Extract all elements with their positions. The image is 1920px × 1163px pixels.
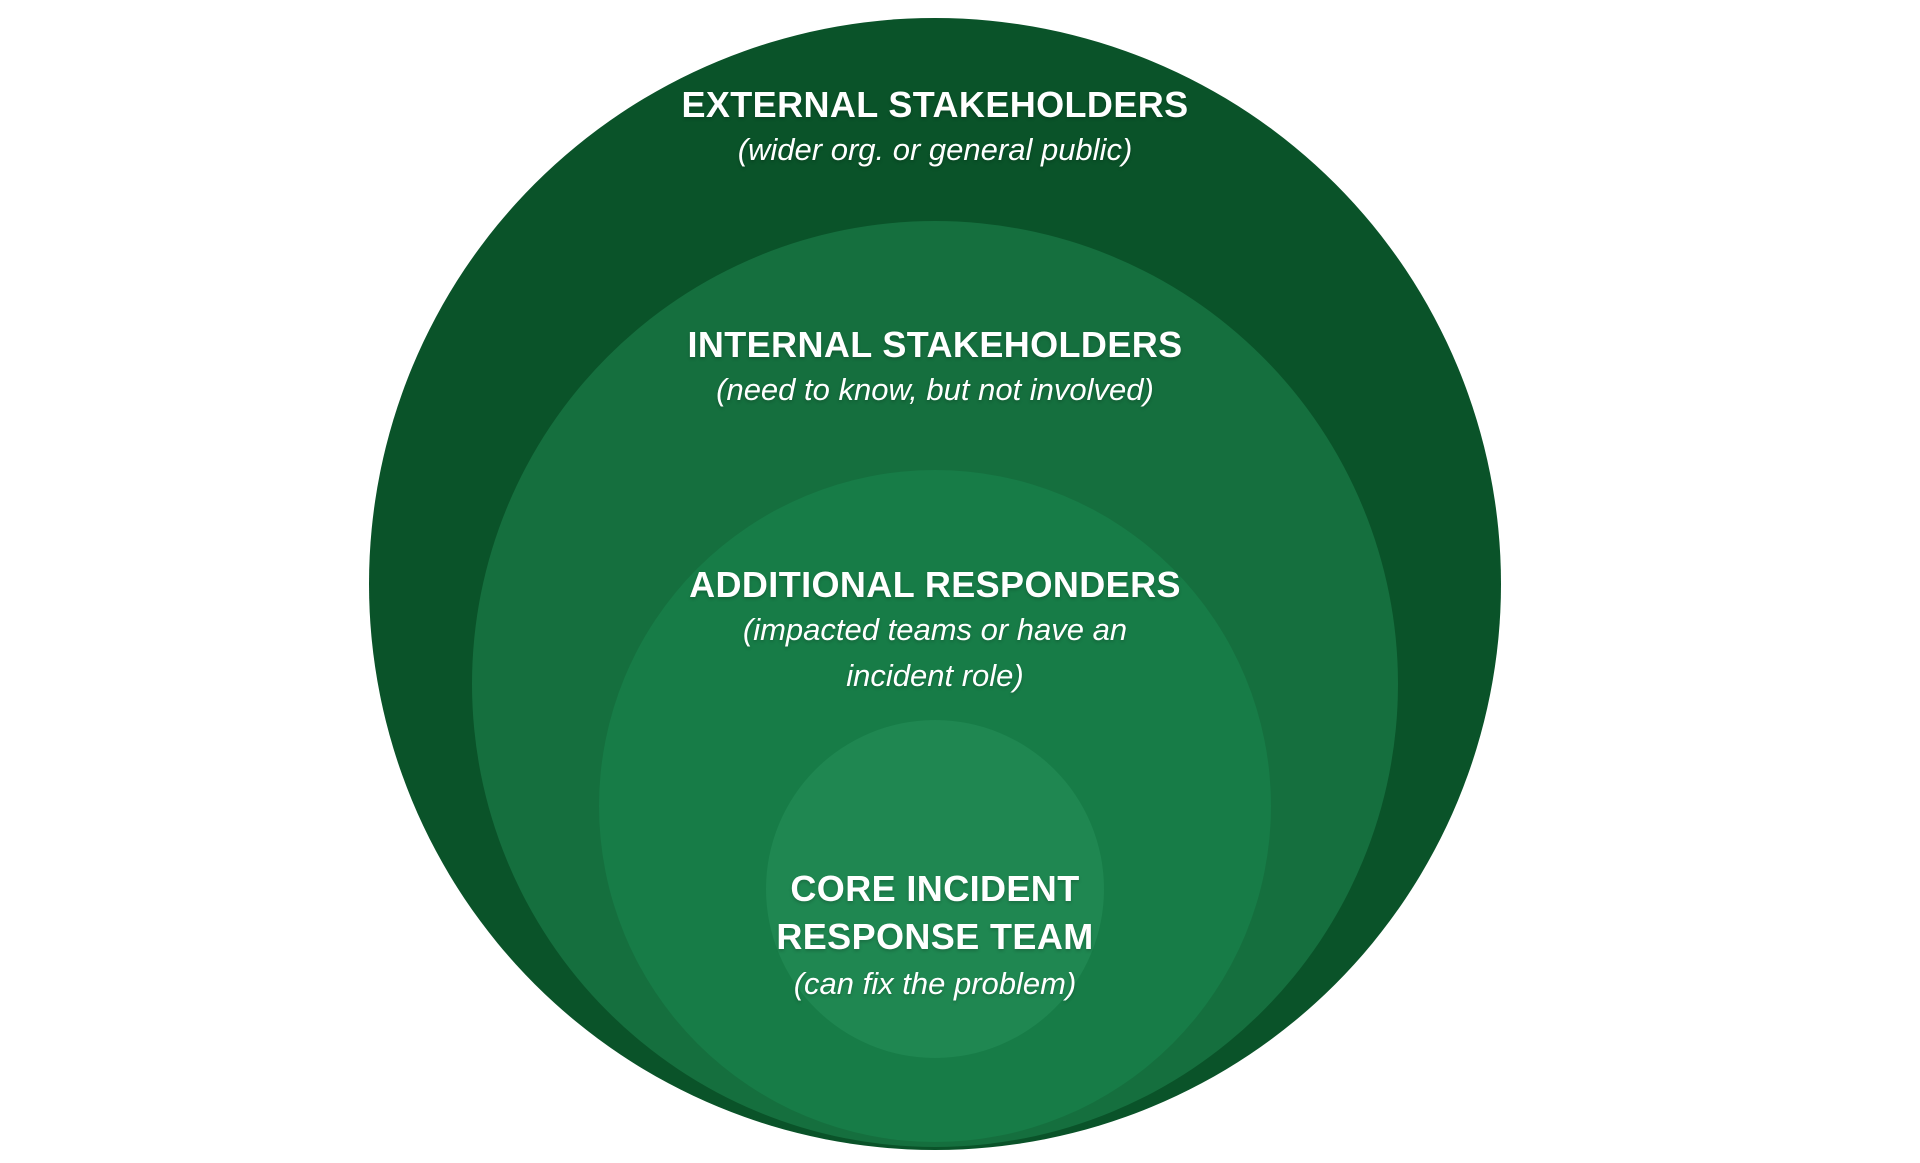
- additional-responders-subtitle-line-2: incident role): [846, 658, 1024, 693]
- core-incident-response-team-circle: [766, 720, 1104, 1058]
- additional-responders-label: ADDITIONAL RESPONDERS (impacted teams or…: [555, 563, 1315, 699]
- external-stakeholders-subtitle: (wider org. or general public): [737, 132, 1133, 167]
- core-incident-response-team-label: CORE INCIDENT RESPONSE TEAM (can fix the…: [555, 865, 1315, 1007]
- internal-stakeholders-label: INTERNAL STAKEHOLDERS (need to know, but…: [555, 323, 1315, 413]
- core-incident-response-team-subtitle: (can fix the problem): [793, 966, 1077, 1001]
- core-incident-response-team-title-line-2: RESPONSE TEAM: [776, 916, 1094, 957]
- additional-responders-subtitle-line-1: (impacted teams or have an: [742, 612, 1128, 647]
- external-stakeholders-title: EXTERNAL STAKEHOLDERS: [681, 84, 1189, 125]
- additional-responders-title: ADDITIONAL RESPONDERS: [689, 564, 1181, 605]
- internal-stakeholders-title: INTERNAL STAKEHOLDERS: [687, 324, 1183, 365]
- internal-stakeholders-subtitle: (need to know, but not involved): [716, 372, 1154, 407]
- external-stakeholders-label: EXTERNAL STAKEHOLDERS (wider org. or gen…: [555, 83, 1315, 173]
- core-incident-response-team-title-line-1: CORE INCIDENT: [790, 868, 1080, 909]
